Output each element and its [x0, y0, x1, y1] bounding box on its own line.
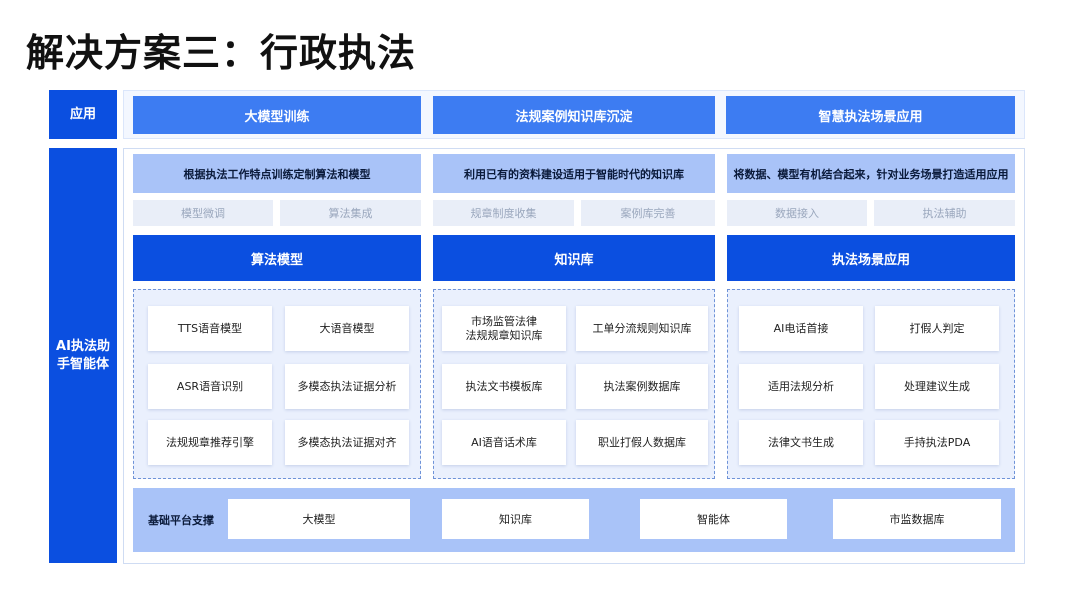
column-item: AI语音话术库	[442, 420, 566, 465]
column-description: 将数据、模型有机结合起来，针对业务场景打造适用应用	[727, 154, 1015, 193]
column-item: 多模态执法证据对齐	[285, 420, 409, 465]
column-subtopic: 规章制度收集	[433, 200, 574, 226]
app-tile: 智慧执法场景应用	[726, 96, 1015, 134]
column-item: 多模态执法证据分析	[285, 364, 409, 409]
base-item: 市监数据库	[833, 499, 1001, 539]
column-subtopic: 案例库完善	[581, 200, 715, 226]
base-item: 智能体	[640, 499, 787, 539]
sidebar-app-label: 应用	[49, 90, 117, 139]
base-item: 大模型	[228, 499, 410, 539]
app-tile: 法规案例知识库沉淀	[433, 96, 715, 134]
base-platform-panel: 基础平台支撑 大模型 知识库 智能体 市监数据库	[133, 488, 1015, 552]
column-header: 执法场景应用	[727, 235, 1015, 281]
column-item: TTS语音模型	[148, 306, 272, 351]
column-item: 适用法规分析	[739, 364, 863, 409]
column-item: 大语音模型	[285, 306, 409, 351]
column-subtopic: 数据接入	[727, 200, 867, 226]
column-subtopic: 模型微调	[133, 200, 273, 226]
column-item: 手持执法PDA	[875, 420, 999, 465]
column-items-panel: TTS语音模型 大语音模型 ASR语音识别 多模态执法证据分析 法规规章推荐引擎…	[133, 289, 421, 479]
column-subtopic: 算法集成	[280, 200, 421, 226]
column-description: 利用已有的资料建设适用于智能时代的知识库	[433, 154, 715, 193]
column-header: 知识库	[433, 235, 715, 281]
column-header: 算法模型	[133, 235, 421, 281]
column-item: 打假人判定	[875, 306, 999, 351]
base-item: 知识库	[442, 499, 589, 539]
column-item: 市场监管法律 法规规章知识库	[442, 306, 566, 351]
column-item: 处理建议生成	[875, 364, 999, 409]
column-item: 法律文书生成	[739, 420, 863, 465]
application-row: 大模型训练 法规案例知识库沉淀 智慧执法场景应用	[123, 90, 1025, 139]
column-subtopic: 执法辅助	[874, 200, 1015, 226]
column-items-panel: AI电话首接 打假人判定 适用法规分析 处理建议生成 法律文书生成 手持执法PD…	[727, 289, 1015, 479]
column-item: AI电话首接	[739, 306, 863, 351]
sidebar-agent-label: AI执法助 手智能体	[49, 148, 117, 563]
column-items-panel: 市场监管法律 法规规章知识库 工单分流规则知识库 执法文书模板库 执法案例数据库…	[433, 289, 715, 479]
base-platform-label: 基础平台支撑	[148, 514, 214, 527]
column-item: 工单分流规则知识库	[576, 306, 708, 351]
column-item: 执法文书模板库	[442, 364, 566, 409]
column-item: 职业打假人数据库	[576, 420, 708, 465]
page-title: 解决方案三：行政执法	[26, 31, 417, 75]
column-description: 根据执法工作特点训练定制算法和模型	[133, 154, 421, 193]
column-item: ASR语音识别	[148, 364, 272, 409]
column-item: 执法案例数据库	[576, 364, 708, 409]
column-item: 法规规章推荐引擎	[148, 420, 272, 465]
app-tile: 大模型训练	[133, 96, 421, 134]
